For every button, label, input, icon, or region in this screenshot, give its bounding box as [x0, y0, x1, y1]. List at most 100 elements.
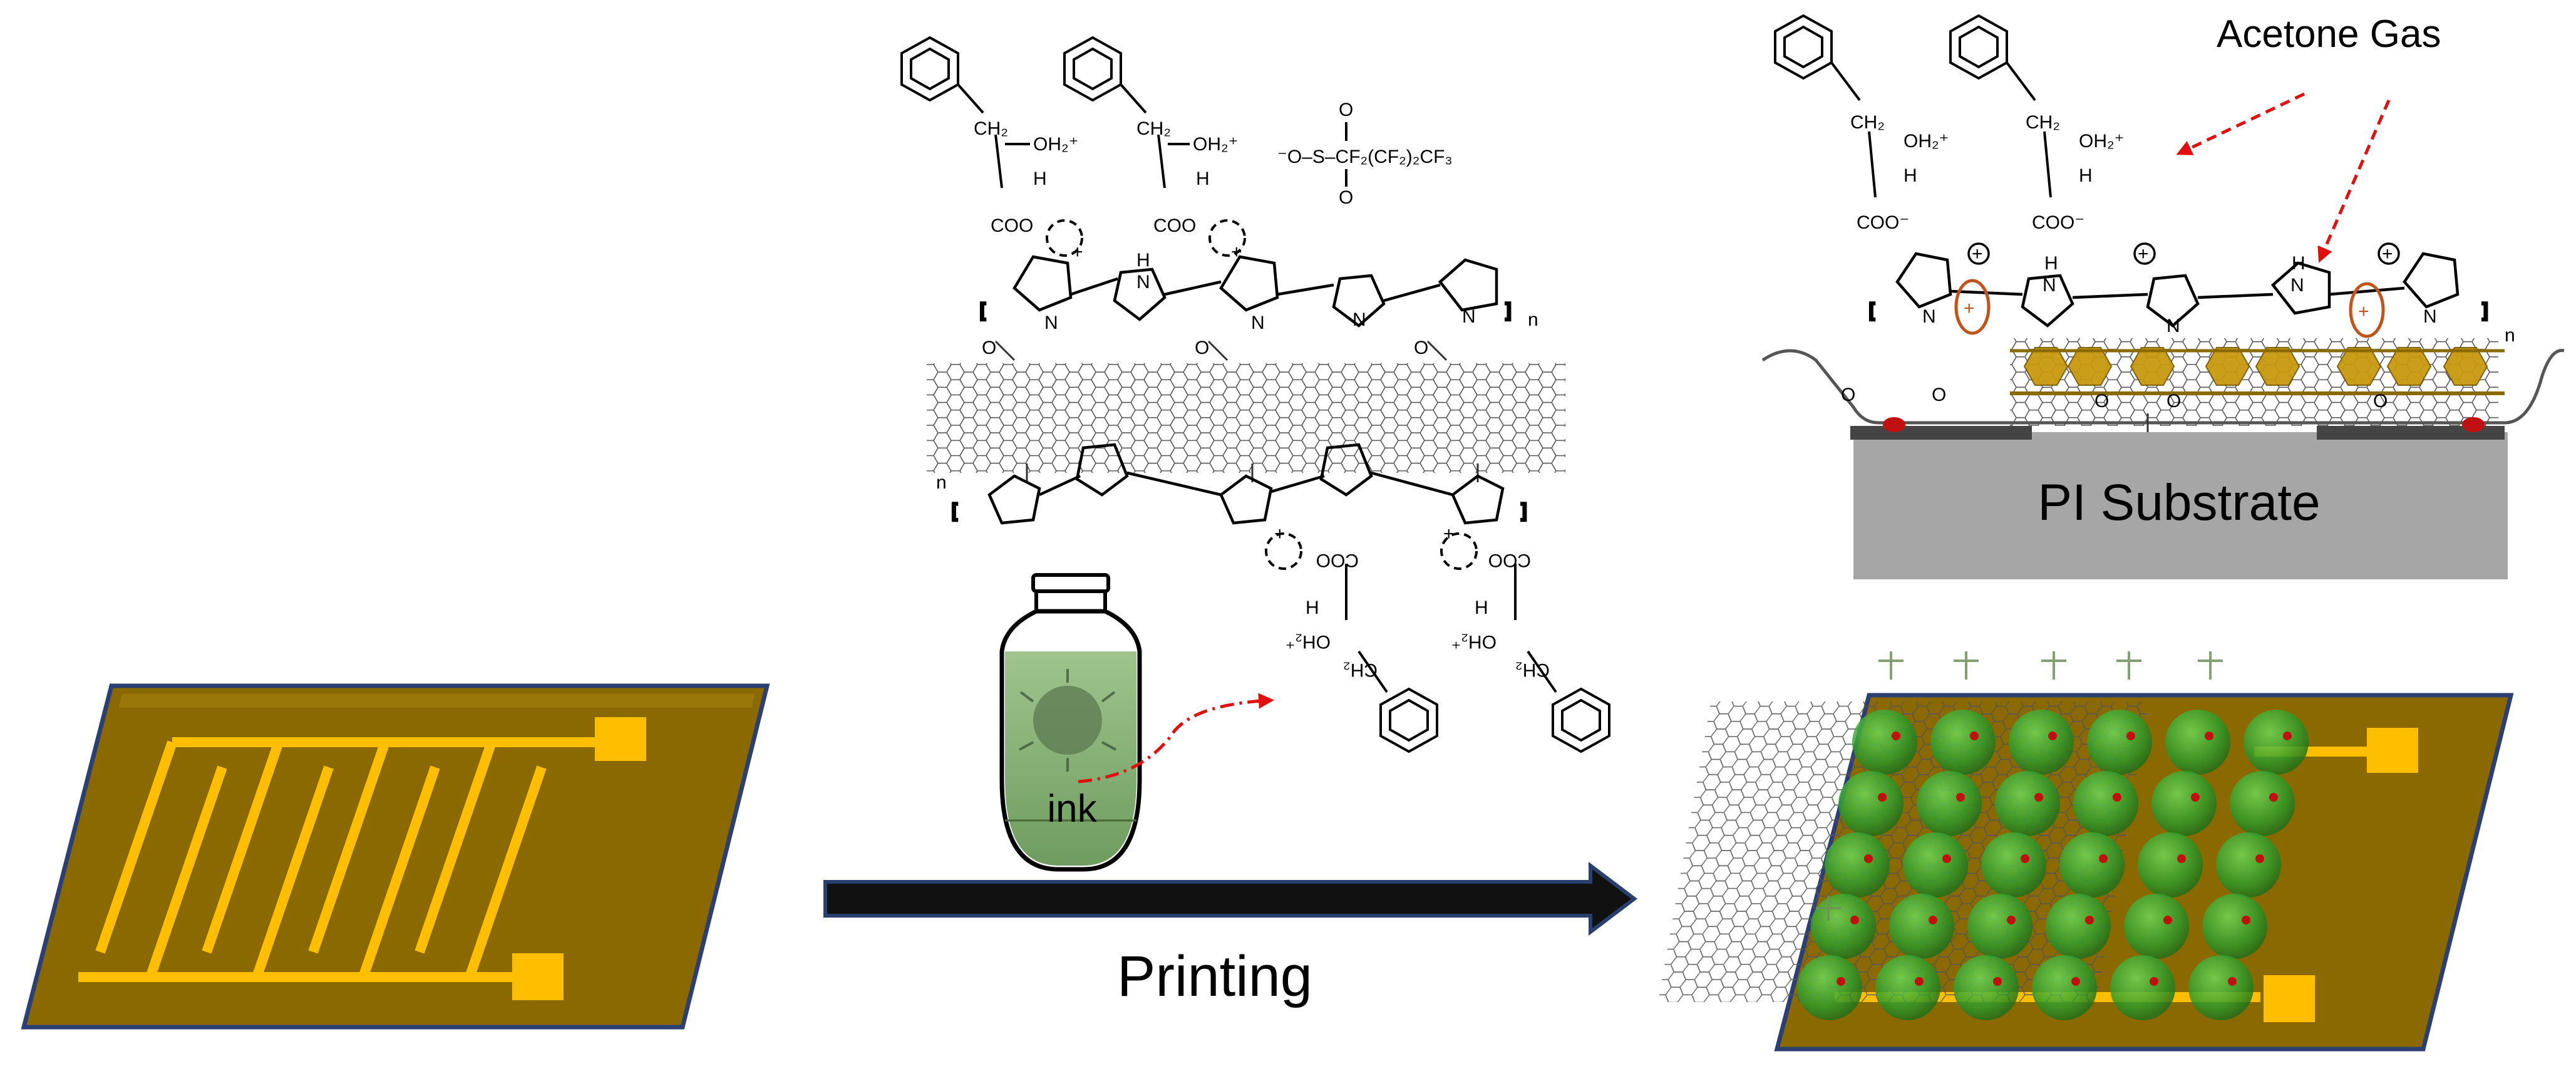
- svg-text:CH₂: CH₂: [1850, 112, 1885, 133]
- pi-substrate-label: PI Substrate: [2038, 474, 2320, 531]
- svg-text:]: ]: [1522, 500, 1527, 521]
- pyrrole-ring: [1332, 274, 1386, 328]
- oxygen-site: [2085, 916, 2094, 924]
- oxygen-site: [1878, 793, 1887, 802]
- composite-nanoparticle-film: [1797, 710, 2309, 1020]
- composite-sphere: [2073, 771, 2138, 836]
- svg-text:[: [: [952, 500, 957, 521]
- oxygen-site: [2177, 854, 2186, 863]
- composite-sphere: [1889, 894, 1954, 959]
- svg-text:H: H: [1904, 165, 1917, 186]
- interdigitated-electrode: [78, 737, 598, 982]
- svg-text:]: ]: [2483, 300, 2488, 321]
- pyrrole-ring: [2270, 261, 2331, 315]
- svg-text:O: O: [1932, 385, 1946, 405]
- contact-pad-bottom: [2264, 975, 2315, 1022]
- composite-sphere: [2188, 955, 2254, 1020]
- pyrrole-ring: [1219, 474, 1273, 525]
- phenyl-ring: [1552, 687, 1610, 753]
- composite-sphere: [2244, 710, 2309, 775]
- composite-sphere: [2032, 955, 2097, 1020]
- pyrrole-ring: [1451, 474, 1505, 525]
- composite-sphere: [2165, 710, 2230, 775]
- svg-text:+: +: [1274, 524, 1285, 544]
- oxygen-site: [1864, 854, 1873, 863]
- pyrrole-ring: [1319, 443, 1373, 497]
- acetone-gas-label: Acetone Gas: [2217, 13, 2441, 56]
- ink-to-structure-arrow: [1078, 693, 1274, 784]
- oxygen-site: [2071, 977, 2080, 986]
- pyrrole-ring: [1438, 258, 1498, 312]
- charge-carrier-ring: [2349, 282, 2385, 338]
- phenyl-ring: [1774, 14, 1833, 80]
- composite-sphere: [2046, 894, 2111, 959]
- svg-text:COO⁻: COO⁻: [2032, 212, 2084, 233]
- svg-text:CH₂: CH₂: [2026, 112, 2060, 133]
- oxygen-site: [2021, 854, 2029, 863]
- svg-text:H: H: [1475, 598, 1488, 618]
- svg-text:O: O: [1339, 100, 1353, 120]
- oxygen-site: [2205, 732, 2213, 740]
- ch2-label: CH₂: [1136, 118, 1171, 139]
- surface-contour: [1761, 349, 2565, 425]
- svg-text:+: +: [1231, 242, 1242, 262]
- svg-text:+: +: [1964, 298, 1975, 319]
- composite-sphere: [1917, 771, 1982, 836]
- oxygen-site: [2242, 916, 2250, 924]
- composite-sphere: [2110, 955, 2175, 1020]
- oxygen-site: [1915, 977, 1924, 986]
- oxygen-site: [2113, 793, 2121, 802]
- svg-text:H: H: [2044, 253, 2058, 274]
- phenyl-ring: [1949, 14, 2008, 80]
- oxygen-site: [2269, 793, 2278, 802]
- svg-text:+: +: [1443, 524, 1455, 544]
- composite-sphere: [1995, 771, 2060, 836]
- coo-label: COO: [991, 215, 1033, 236]
- svg-text:CH₂: CH₂: [1343, 660, 1378, 680]
- svg-text:O: O: [1195, 338, 1209, 358]
- oxygen-site: [2034, 793, 2043, 802]
- oxygen-site: [1970, 732, 1979, 740]
- svg-text:N: N: [1136, 272, 1150, 292]
- contact-pad-top: [595, 717, 646, 761]
- phenyl-ring: [1379, 687, 1438, 753]
- svg-text:+: +: [2358, 301, 2369, 322]
- ink-label: ink: [1047, 787, 1097, 830]
- oh2-label: OH₂⁺: [1193, 134, 1238, 155]
- svg-text:O: O: [2166, 391, 2181, 411]
- svg-text:O: O: [1339, 187, 1353, 208]
- svg-text:[: [: [980, 300, 986, 321]
- svg-text:O: O: [2373, 391, 2388, 411]
- svg-text:OH₂⁺: OH₂⁺: [2079, 131, 2124, 152]
- composite-sphere: [1838, 771, 1904, 836]
- oxygen-site: [1850, 916, 1859, 924]
- svg-text:N: N: [2043, 275, 2056, 296]
- svg-text:H: H: [2079, 165, 2093, 186]
- pyrrole-ring: [2021, 274, 2074, 328]
- svg-text:N: N: [1044, 313, 1058, 333]
- svg-text:COO⁻: COO⁻: [1857, 212, 1909, 233]
- svg-text:OH₂⁺: OH₂⁺: [1451, 631, 1497, 652]
- composite-sphere: [2216, 832, 2281, 898]
- svg-text:H: H: [2292, 253, 2306, 274]
- composite-sphere: [1930, 710, 1996, 775]
- composite-sphere: [2230, 771, 2295, 836]
- printing-label: Printing: [1117, 944, 1312, 1008]
- sensing-mechanism-panel: Acetone Gas CH₂ OH₂⁺ H COO⁻ CH₂ OH₂⁺ H C…: [1761, 13, 2565, 579]
- svg-text:N: N: [2290, 275, 2304, 296]
- svg-text:O: O: [1841, 385, 1855, 405]
- svg-text:N: N: [1251, 313, 1265, 333]
- phenyl-ring: [1063, 36, 1122, 102]
- printed-sensor-board: [1657, 651, 2514, 1052]
- pyrrole-ring: [1219, 255, 1279, 312]
- oxygen-site: [2228, 977, 2237, 986]
- composite-sphere: [1825, 832, 1890, 898]
- composite-sphere: [2087, 710, 2152, 775]
- printing-arrow: [823, 861, 1637, 936]
- composite-sphere: [2009, 710, 2074, 775]
- pyrrole-ring: [987, 474, 1041, 525]
- composite-sphere: [1967, 894, 2032, 959]
- svg-text:COO: COO: [1488, 550, 1531, 571]
- center-molecular-structure: CH₂ OH₂⁺ H COO CH₂ OH₂⁺ H COO + + + + ⁻O…: [900, 36, 1610, 753]
